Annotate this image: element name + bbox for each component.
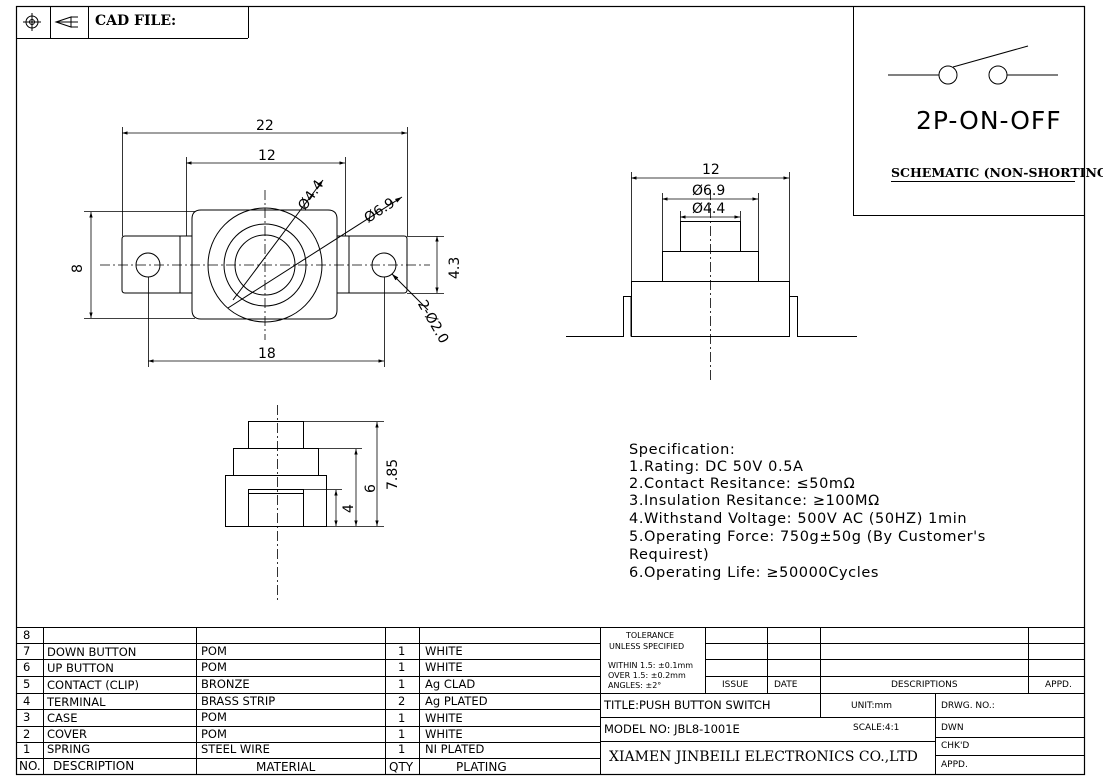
drawing-number-label: DRWG. NO.:	[941, 701, 995, 711]
title-block-grid	[600, 627, 1085, 775]
bom-cell-description: TERMINAL	[47, 695, 106, 709]
bom-cell-plating: WHITE	[425, 727, 463, 741]
schematic-title: SCHEMATIC (NON-SHORTING)	[891, 165, 1103, 180]
bom-cell-qty: 1	[398, 711, 406, 725]
sheet-border	[15, 5, 1086, 776]
bom-cell-no: 5	[23, 677, 31, 691]
dim-tab-height: 4.3	[447, 256, 463, 279]
model-number: MODEL NO: JBL8-1001E	[604, 722, 740, 736]
tolerance-angles: ANGLES: ±2°	[608, 681, 662, 690]
bom-cell-plating: NI PLATED	[425, 742, 485, 756]
front-view	[100, 179, 430, 340]
dim-total-height: 7.85	[385, 458, 401, 490]
bom-cell-material: BRASS STRIP	[201, 694, 276, 708]
front-view-dimensions	[84, 127, 444, 367]
switch-symbol-icon	[888, 45, 1058, 85]
bom-cell-no: 8	[23, 628, 31, 642]
bom-cell-qty: 1	[398, 644, 406, 658]
bom-header-no: NO.	[19, 759, 41, 773]
approved-label: APPD.	[941, 760, 968, 770]
projection-symbol-icon	[23, 13, 78, 31]
bom-cell-material: POM	[201, 710, 227, 724]
spec-line: 5.Operating Force: 750g±50g (By Customer…	[629, 529, 986, 545]
checked-label: CHK'D	[941, 741, 970, 751]
company-name: XIAMEN JINBEILI ELECTRONICS CO.,LTD	[609, 749, 918, 765]
cad-file-label: CAD FILE:	[95, 13, 177, 29]
bom-cell-material: POM	[201, 660, 227, 674]
header-box	[16, 6, 249, 39]
dim-base-height: 4	[341, 504, 357, 513]
bom-cell-material: POM	[201, 727, 227, 741]
spec-line: 4.Withstand Voltage: 500V AC (50HZ) 1min	[629, 511, 968, 527]
dim-height: 8	[70, 264, 86, 273]
bom-cell-plating: WHITE	[425, 644, 463, 658]
bom-cell-description: CONTACT (CLIP)	[47, 678, 139, 692]
date-label: DATE	[774, 680, 798, 690]
dim-body-height: 6	[363, 484, 379, 493]
bom-cell-plating: WHITE	[425, 711, 463, 725]
bom-cell-no: 4	[23, 694, 31, 708]
dim-side-inner-diameter: Ø4.4	[692, 201, 726, 217]
dim-side-width: 12	[702, 162, 720, 178]
drawing-title: TITLE:PUSH BUTTON SWITCH	[604, 698, 771, 712]
bom-cell-no: 3	[23, 710, 31, 724]
bom-cell-material: BRONZE	[201, 677, 250, 691]
spec-line: Requirest)	[629, 547, 710, 563]
bom-cell-qty: 1	[398, 742, 406, 756]
bom-cell-plating: WHITE	[425, 660, 463, 674]
side-view-dimensions	[631, 172, 790, 281]
bottom-view-dimensions	[303, 421, 384, 527]
bom-cell-plating: Ag PLATED	[425, 694, 488, 708]
bom-header-plating: PLATING	[456, 760, 507, 774]
tolerance-label: TOLERANCE	[626, 631, 675, 640]
spec-line: 2.Contact Resitance: ≤50mΩ	[629, 476, 856, 492]
drawn-label: DWN	[941, 723, 964, 733]
dim-body-width: 12	[258, 148, 276, 164]
bom-cell-qty: 1	[398, 727, 406, 741]
tolerance-within: WITHIN 1.5: ±0.1mm	[608, 661, 694, 670]
bom-cell-qty: 2	[398, 694, 406, 708]
bom-cell-plating: Ag CLAD	[425, 677, 476, 691]
spec-line: 3.Insulation Resitance: ≥100MΩ	[629, 493, 880, 509]
bom-grid	[16, 627, 601, 775]
bom-cell-description: CASE	[47, 711, 78, 725]
bom-cell-material: POM	[201, 644, 227, 658]
bom-header-material: MATERIAL	[256, 760, 316, 774]
bom-cell-description: SPRING	[47, 742, 91, 756]
spec-line: 1.Rating: DC 50V 0.5A	[629, 459, 804, 475]
unit-label: UNIT:mm	[851, 701, 893, 711]
schematic-box	[853, 6, 1085, 216]
bom-cell-no: 7	[23, 644, 31, 658]
bom-cell-qty: 1	[398, 677, 406, 691]
dim-overall-width: 22	[256, 118, 274, 134]
bom-cell-no: 1	[23, 742, 31, 756]
spec-heading: Specification:	[629, 442, 736, 458]
descriptions-label: DESCRIPTIONS	[891, 680, 958, 690]
bom-header-description: DESCRIPTION	[53, 759, 135, 773]
scale-label: SCALE:4:1	[853, 723, 900, 733]
side-view	[566, 190, 857, 382]
dim-side-outer-diameter: Ø6.9	[692, 183, 726, 199]
bom-cell-description: DOWN BUTTON	[47, 645, 137, 659]
tolerance-over: OVER 1.5: ±0.2mm	[608, 671, 686, 680]
bom-cell-material: STEEL WIRE	[201, 742, 270, 756]
bottom-view	[225, 405, 327, 600]
bom-cell-qty: 1	[398, 660, 406, 674]
bom-cell-no: 2	[23, 727, 31, 741]
dim-hole-pitch: 18	[258, 346, 276, 362]
tolerance-sub-label: UNLESS SPECIFIED	[609, 642, 685, 651]
switch-mode-label: 2P-ON-OFF	[916, 106, 1062, 135]
appd-label: APPD.	[1045, 680, 1072, 690]
bom-cell-no: 6	[23, 660, 31, 674]
bom-header-qty: QTY	[389, 760, 414, 774]
bom-cell-description: COVER	[47, 727, 88, 741]
spec-line: 6.Operating Life: ≥50000Cycles	[629, 565, 880, 581]
bom-cell-description: UP BUTTON	[47, 661, 114, 675]
issue-label: ISSUE	[722, 680, 749, 690]
